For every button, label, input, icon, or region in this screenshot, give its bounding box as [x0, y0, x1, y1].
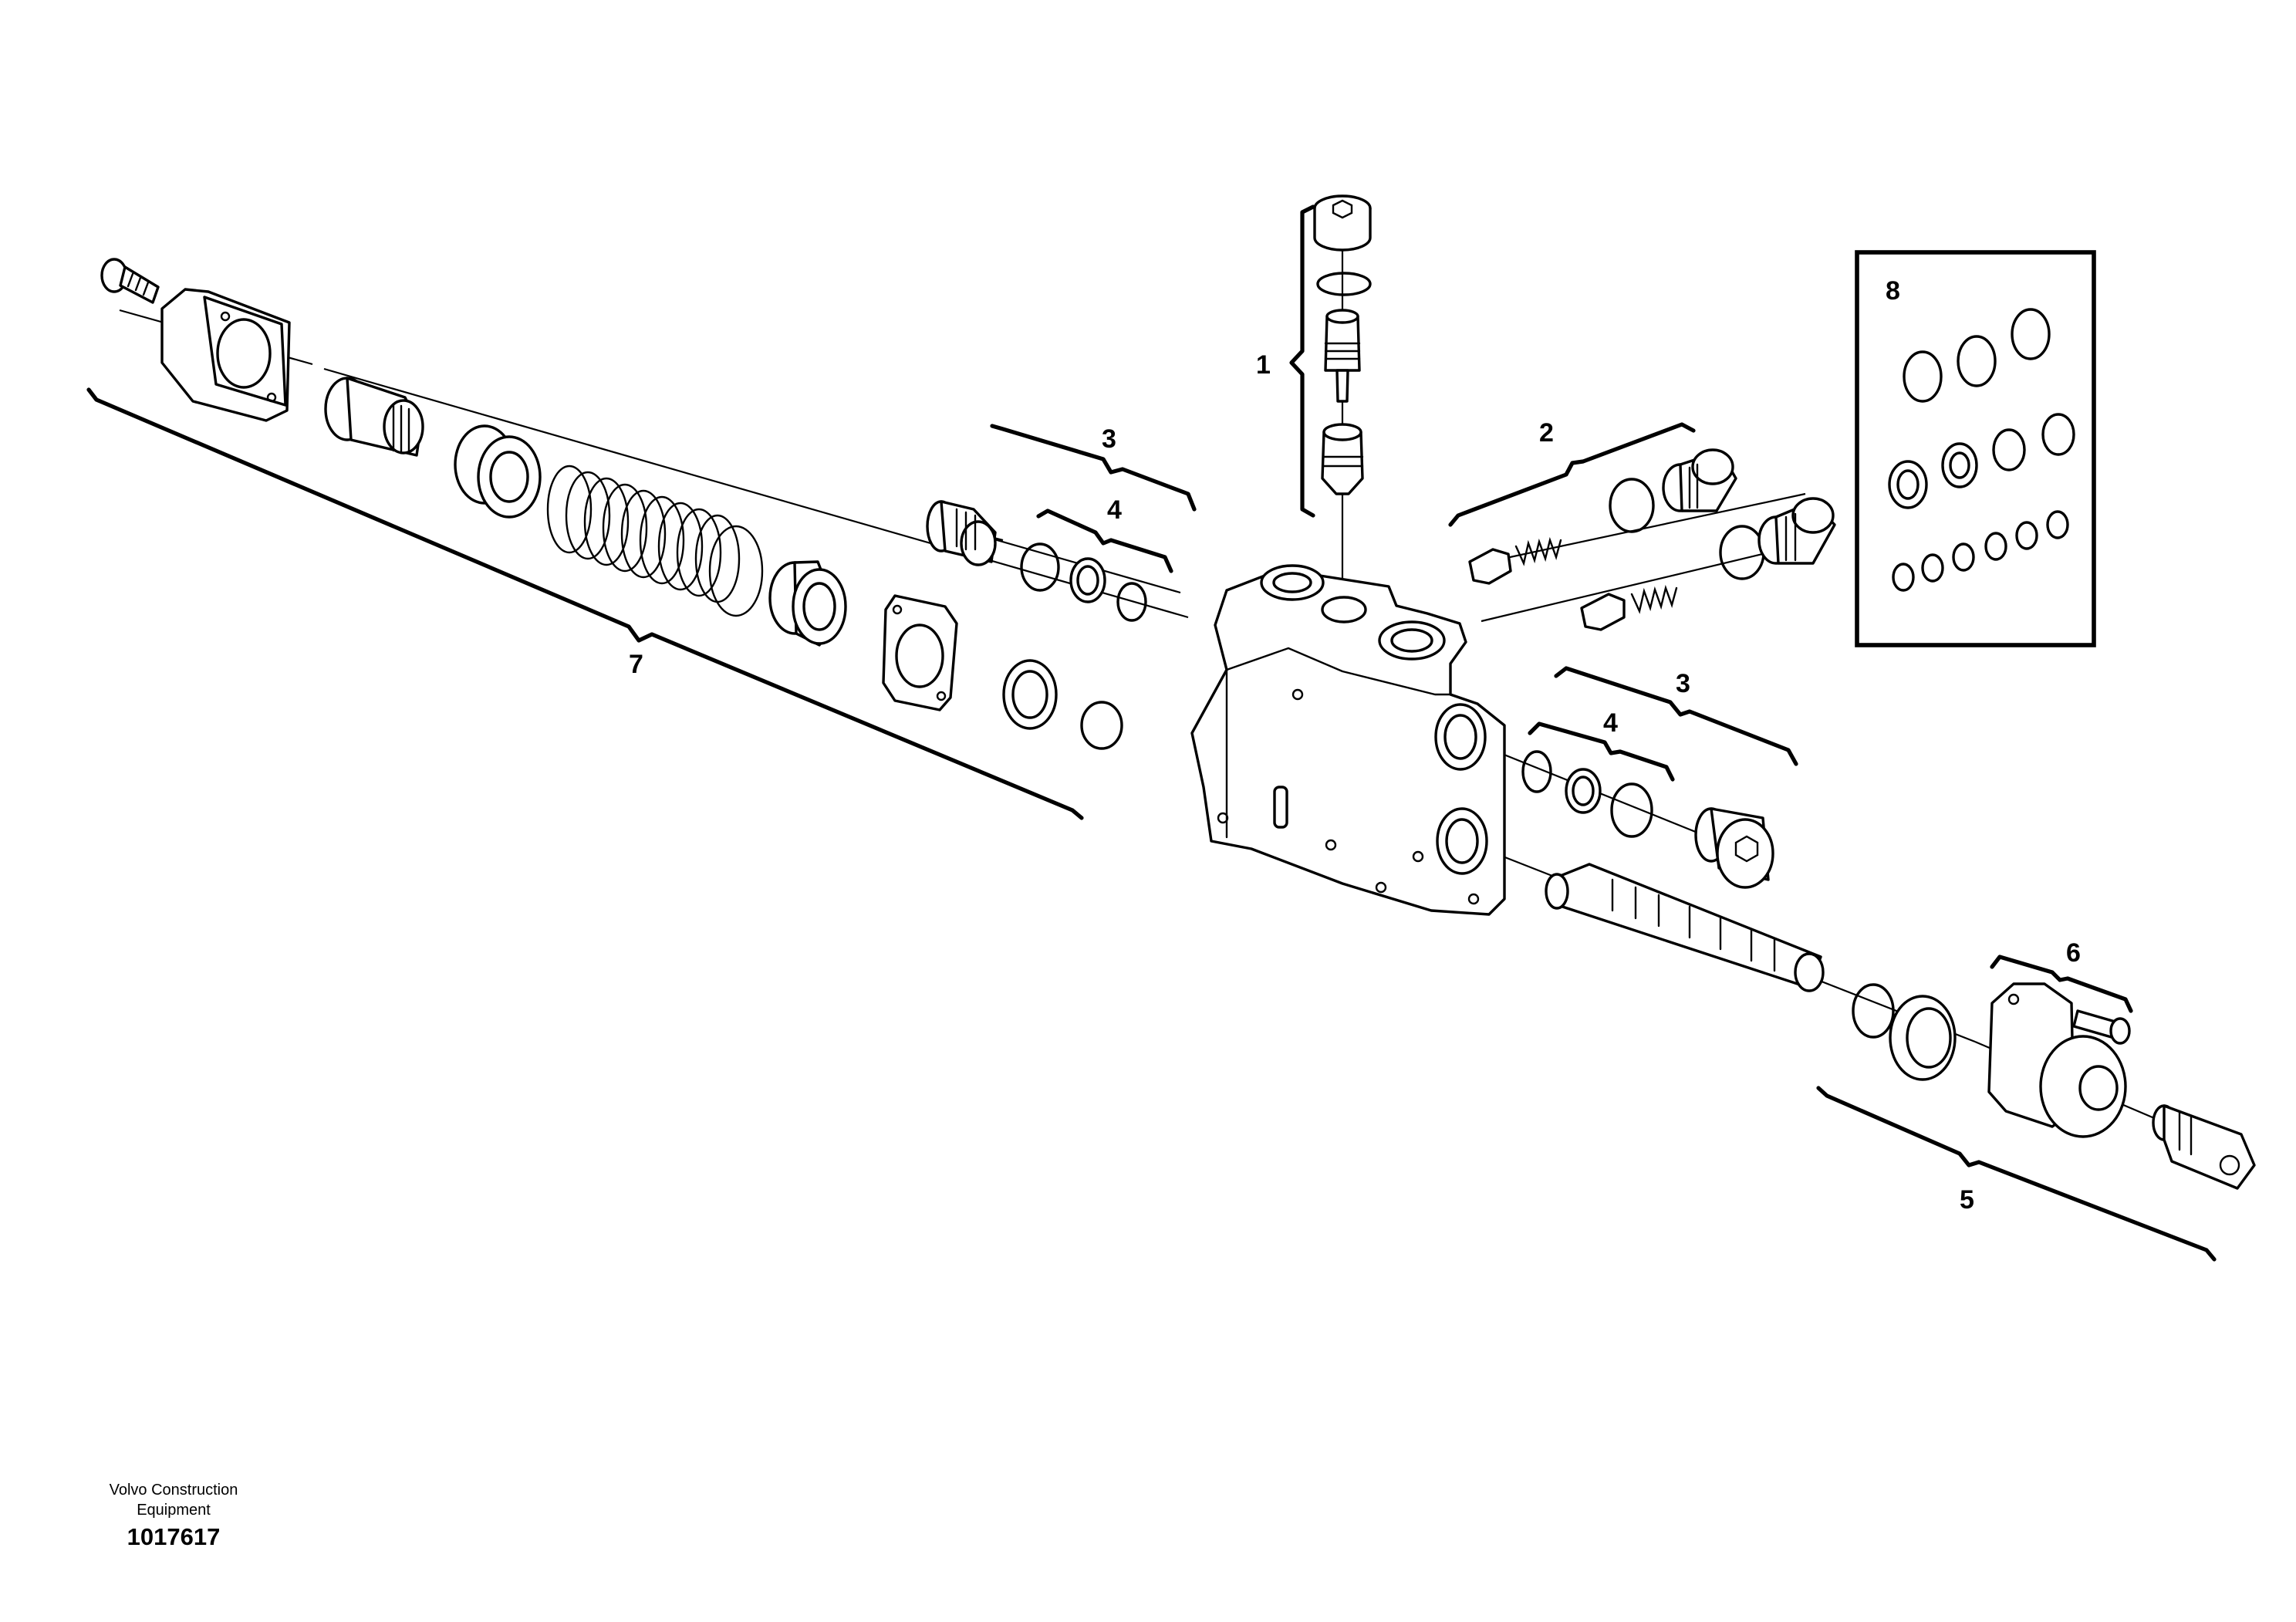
- company-name-line2: Equipment: [137, 1502, 211, 1519]
- spring-cover: [160, 288, 291, 422]
- spring-seat-lower: [768, 560, 847, 647]
- flange-bolt: [2072, 1009, 2131, 1045]
- flange-plate: [882, 594, 958, 711]
- o-ring-upper-left-1: [1020, 542, 1060, 592]
- o-ring-right-1: [1521, 750, 1552, 793]
- check-poppet-upper: [1468, 548, 1512, 585]
- callout-3-right: 3: [1676, 669, 1690, 698]
- callout-5: 5: [1960, 1185, 1974, 1215]
- relief-plug-upper-left: [926, 500, 997, 566]
- o-ring-spool: [1852, 983, 1895, 1039]
- poppet-lower: [1321, 423, 1364, 495]
- o-ring-right-upper-2: [1719, 525, 1765, 580]
- o-ring-upper-left-2: [1116, 582, 1147, 622]
- callout-8: 8: [1886, 276, 1900, 306]
- seal-ring-left: [1002, 659, 1058, 730]
- valve-body: [1190, 564, 1506, 916]
- spring-seat-washer: [454, 424, 542, 519]
- spring-seat-bolt: [324, 377, 424, 457]
- poppet-upper: [1324, 309, 1361, 403]
- o-ring-right-upper-1: [1609, 478, 1655, 533]
- check-spring-upper: [1514, 536, 1562, 566]
- top-o-ring: [1316, 272, 1372, 296]
- callout-4-left: 4: [1107, 495, 1122, 525]
- callout-3-left: 3: [1102, 424, 1116, 454]
- callout-7: 7: [629, 650, 643, 679]
- callout-6: 6: [2066, 938, 2081, 968]
- o-ring-left: [1080, 701, 1123, 750]
- check-poppet-lower: [1580, 593, 1626, 631]
- check-spring-lower: [1630, 584, 1678, 614]
- drawing-number: 1017617: [127, 1523, 221, 1550]
- spool: [1545, 863, 1825, 992]
- backup-ring-upper-left: [1069, 557, 1106, 603]
- o-ring-right-2: [1610, 782, 1653, 838]
- callout-4-right: 4: [1603, 708, 1618, 738]
- seal-kit-box: [1855, 250, 2096, 647]
- cap-screw: [100, 258, 160, 304]
- relief-plug-right: [1694, 807, 1774, 889]
- top-plug: [1313, 194, 1372, 252]
- spool-end-clevis: [2152, 1104, 2256, 1190]
- backup-ring-right: [1565, 768, 1602, 814]
- company-name-line1: Volvo Construction: [109, 1482, 238, 1499]
- callout-numbers: 1 2 3 4 3 4 5 6 7 8: [629, 276, 2081, 1215]
- callout-1: 1: [1256, 350, 1271, 380]
- spool-cap-flange: [1987, 982, 2127, 1138]
- check-plug-lower: [1757, 497, 1836, 565]
- check-plug-upper: [1662, 448, 1737, 512]
- return-spring: [546, 465, 764, 617]
- callout-2: 2: [1539, 418, 1554, 448]
- callout-brackets: [86, 204, 2217, 1262]
- wiper-seal: [1889, 995, 1957, 1081]
